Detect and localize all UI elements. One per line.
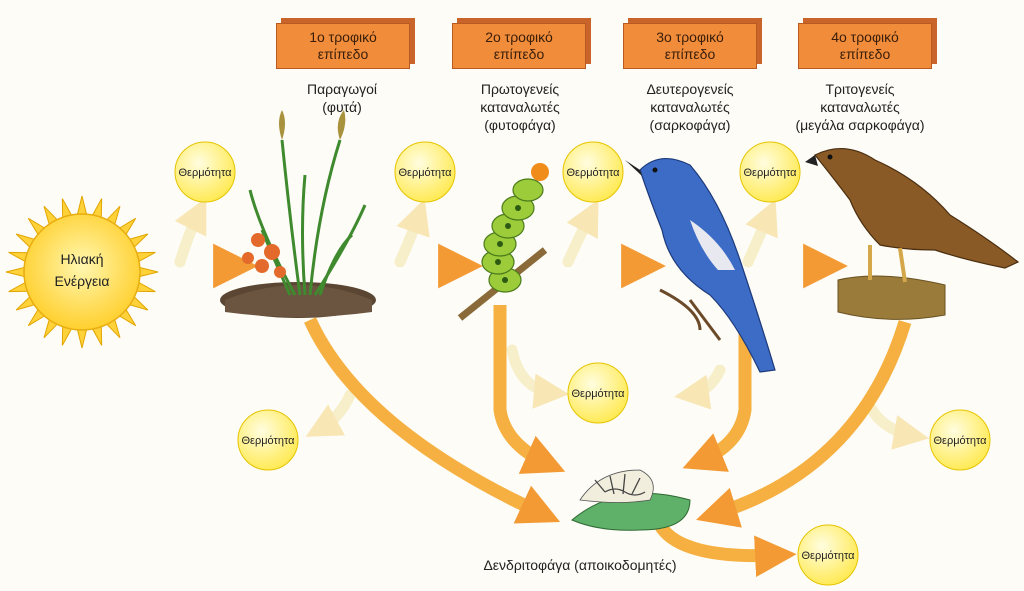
heat-arrows (174, 197, 929, 450)
trophic-level-label: επίπεδο (493, 46, 545, 62)
sun-label-line2: Ενέργεια (55, 273, 110, 289)
trophic-level-label: 1ο τροφικό (309, 29, 377, 45)
trophic-level-label: επίπεδο (317, 46, 369, 62)
heat-label: Θερμότητα (178, 167, 232, 179)
trophic-level-label: 3ο τροφικό (656, 29, 724, 45)
sun-ray (76, 327, 88, 349)
secondary-consumers-label: Δευτερογενείς καταναλωτές (σαρκοφάγα) (646, 81, 734, 133)
heat-label: Θερμότητα (801, 550, 855, 562)
trophic-level-2-box: 2ο τροφικό επίπεδο (452, 23, 586, 69)
heat-label: Θερμότητα (241, 435, 295, 447)
tertiary-consumers-label: Τριτογενείς καταναλωτές (μεγάλα σαρκοφάγ… (795, 81, 925, 133)
trophic-level-label: επίπεδο (839, 46, 891, 62)
trophic-level-4-box: 4ο τροφικό επίπεδο (798, 23, 932, 69)
sun-icon (5, 195, 159, 349)
heat-label: Θερμότητα (933, 435, 987, 447)
heat-label: Θερμότητα (398, 167, 452, 179)
trophic-level-label: επίπεδο (664, 46, 716, 62)
sun-ray (5, 266, 27, 278)
decomposer-icon (571, 469, 691, 531)
decomposer-arrows (304, 305, 912, 578)
heat-label: Θερμότητα (571, 388, 625, 400)
trophic-level-3-box: 3ο τροφικό επίπεδο (623, 23, 757, 69)
heat-label: Θερμότητα (566, 167, 620, 179)
primary-consumers-label: Πρωτογενείς καταναλωτές (φυτοφάγα) (480, 81, 560, 133)
producers-label: Παραγωγοί (φυτά) (306, 81, 378, 115)
sun-ray (76, 195, 88, 217)
trophic-level-1-box: 1ο τροφικό επίπεδο (276, 23, 410, 69)
sun-label-line1: Ηλιακή (60, 251, 103, 267)
decomposers-label: Δενδριτοφάγα (αποικοδομητές) (483, 557, 676, 573)
hawk-icon (805, 147, 1020, 320)
trophic-level-label: 2ο τροφικό (485, 29, 553, 45)
bird-icon (625, 158, 776, 373)
heat-circles (174, 141, 991, 586)
trophic-level-label: 4ο τροφικό (831, 29, 899, 45)
caterpillar-icon (457, 163, 549, 321)
heat-label: Θερμότητα (743, 167, 797, 179)
plant-icon (220, 110, 376, 318)
